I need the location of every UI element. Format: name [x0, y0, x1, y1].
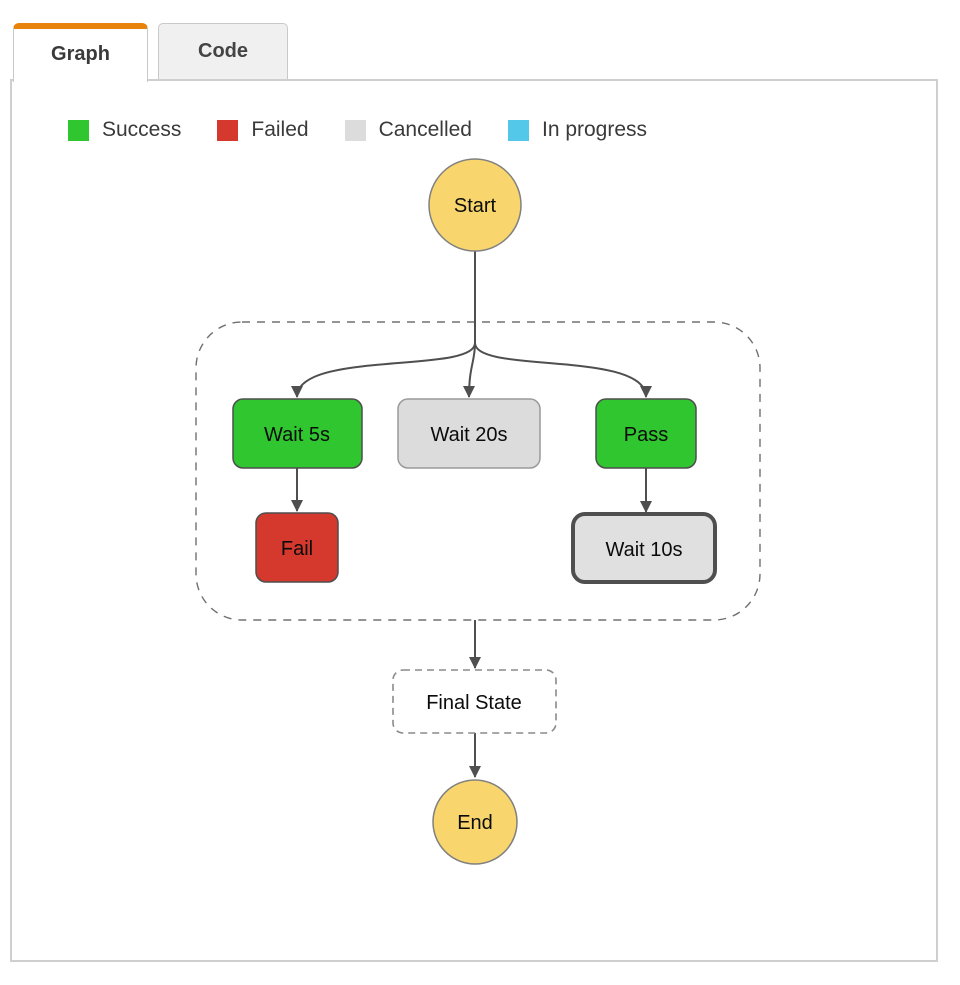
wait-10s-rect[interactable]	[571, 512, 717, 584]
node-end[interactable]: End	[432, 779, 518, 865]
legend-label-in-progress: In progress	[541, 118, 648, 141]
node-end-label: End	[457, 812, 493, 834]
pass-rect[interactable]	[595, 398, 697, 469]
node-wait-10s[interactable]: Wait 10s	[571, 512, 717, 584]
node-final-state-label: Final State	[426, 692, 522, 714]
node-pass-label: Pass	[624, 424, 668, 446]
cancelled-swatch-icon	[344, 119, 366, 141]
node-start[interactable]: Start	[428, 158, 522, 252]
in-progress-swatch-icon	[507, 119, 529, 141]
node-final-state[interactable]: Final State	[392, 669, 557, 734]
fail-rect[interactable]	[255, 512, 339, 583]
legend-item-failed: Failed	[217, 118, 309, 142]
legend-item-in-progress: In progress	[507, 118, 648, 142]
legend-label-failed: Failed	[251, 118, 309, 141]
node-wait-20s-label: Wait 20s	[430, 424, 507, 446]
node-fail-label: Fail	[281, 538, 313, 560]
success-swatch-icon	[68, 119, 89, 141]
end-circle[interactable]	[432, 779, 518, 865]
node-pass[interactable]: Pass	[595, 398, 697, 469]
node-wait-5s[interactable]: Wait 5s	[232, 398, 363, 469]
node-wait-5s-label: Wait 5s	[264, 424, 330, 446]
legend-item-cancelled: Cancelled	[344, 118, 472, 142]
tab-graph[interactable]: Graph	[13, 23, 148, 82]
failed-swatch-icon	[217, 119, 239, 141]
legend-label-cancelled: Cancelled	[378, 118, 472, 141]
start-circle[interactable]	[428, 158, 522, 252]
node-wait-10s-label: Wait 10s	[605, 539, 682, 561]
node-fail[interactable]: Fail	[255, 512, 339, 583]
tab-code[interactable]: Code	[158, 23, 288, 80]
final-state-rect[interactable]	[392, 669, 557, 734]
legend-item-success: Success	[68, 118, 181, 142]
wait-20s-rect[interactable]	[397, 398, 541, 469]
legend-label-success: Success	[102, 118, 182, 141]
wait-5s-rect[interactable]	[232, 398, 363, 469]
node-start-label: Start	[454, 195, 497, 217]
status-legend: Success Failed Cancelled In progress	[68, 118, 683, 142]
node-wait-20s[interactable]: Wait 20s	[397, 398, 541, 469]
